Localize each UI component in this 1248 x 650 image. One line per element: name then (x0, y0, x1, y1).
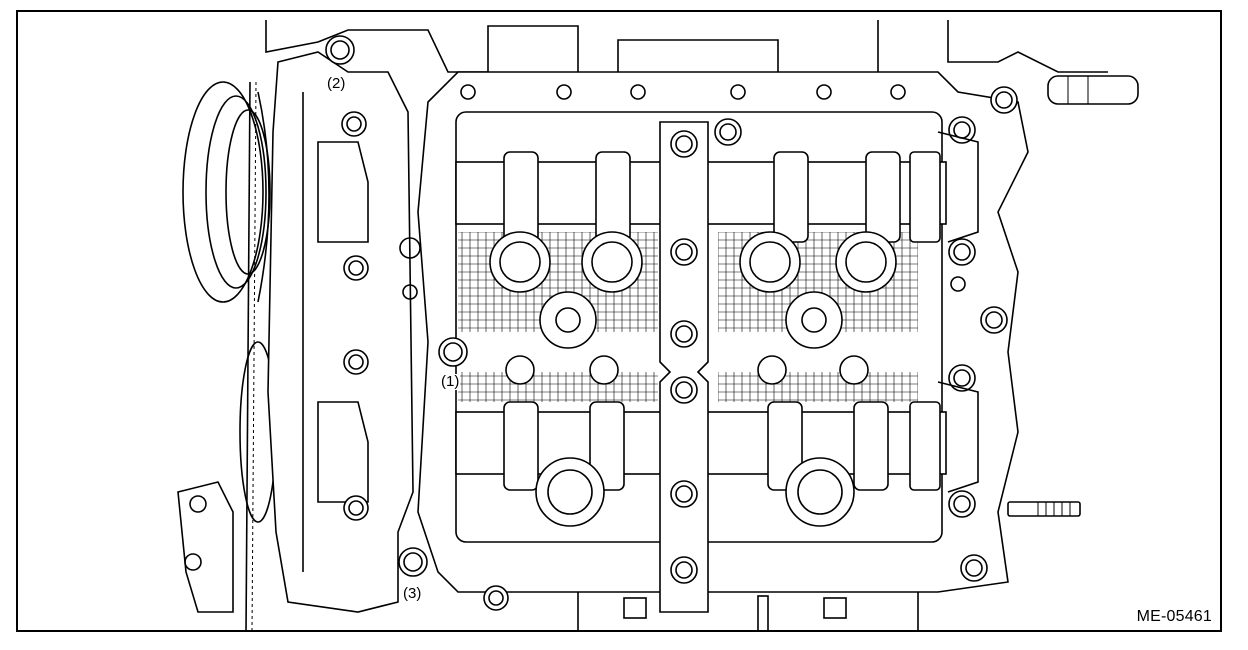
figure-id-label: ME-05461 (1136, 608, 1212, 625)
diagram-frame: (1) (2) (3) ME-05461 (16, 10, 1222, 632)
left-cover (267, 51, 414, 613)
callout-3: (3) (402, 585, 423, 602)
center-cam-cap (659, 121, 709, 613)
cylinder-head-line-drawing (177, 20, 1139, 630)
coolant-pipe (1047, 75, 1139, 105)
callout-2: (2) (326, 75, 347, 92)
upper-housing-outline (265, 20, 879, 83)
spark-plug-tubes (539, 291, 843, 349)
lower-bores (535, 457, 855, 527)
lower-bracket (177, 481, 234, 613)
lower-valve-lifters (505, 355, 869, 385)
bottom-studs (577, 592, 919, 630)
cam-sprocket-group (182, 81, 271, 303)
bolt-heads (325, 35, 1018, 611)
stud-bolt (1007, 501, 1081, 517)
gasket-holes (399, 84, 966, 300)
callout-1: (1) (440, 373, 461, 390)
upper-valve-springs (489, 231, 897, 293)
upper-right-housing (947, 20, 1108, 73)
right-side-rib (937, 131, 979, 243)
